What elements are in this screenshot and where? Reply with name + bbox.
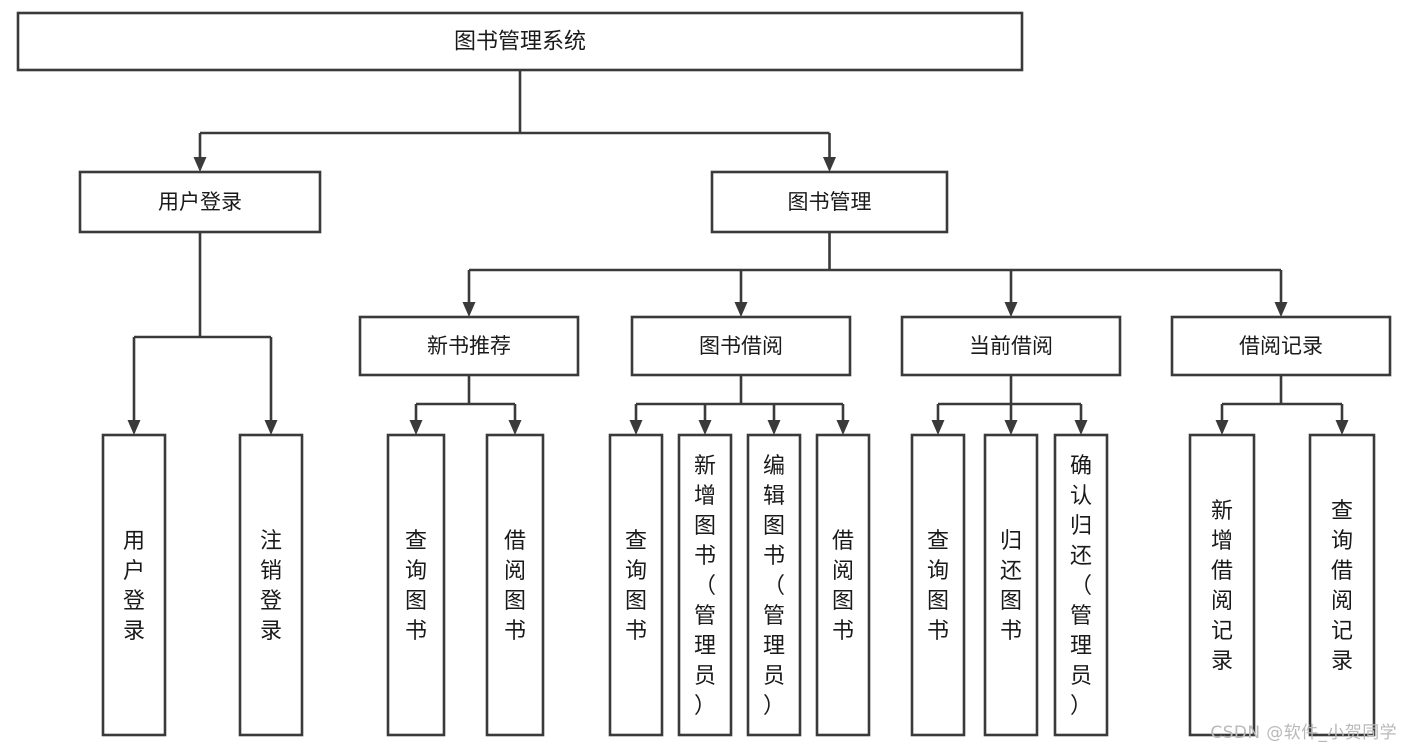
- node-box-leaf-1-2[interactable]: [746, 433, 802, 737]
- node-box-level2-0[interactable]: [78, 170, 322, 234]
- node-box-leaf-2-0[interactable]: [910, 433, 966, 737]
- arrow-head-icon: [1274, 302, 1288, 317]
- arrow-head-icon: [698, 420, 712, 435]
- node-box-level3-0[interactable]: [358, 315, 580, 377]
- node-label: 图书管理系统: [454, 30, 586, 55]
- node-label: 编辑图书（管理员）: [763, 454, 785, 719]
- arrow-head-icon: [264, 420, 278, 435]
- node-box-leaf-1-3[interactable]: [815, 433, 871, 737]
- node-label: 查询借阅记录: [1331, 499, 1353, 674]
- node-label: 新书推荐: [427, 334, 511, 358]
- node-label: 借阅图书: [832, 529, 854, 644]
- arrow-head-icon: [1074, 420, 1088, 435]
- node-label: 用户登录: [158, 190, 242, 214]
- arrow-head-icon: [1335, 420, 1349, 435]
- node-label: 图书管理: [788, 190, 872, 214]
- arrow-head-icon: [931, 420, 945, 435]
- node-label: 查询图书: [405, 529, 427, 644]
- node-label: 当前借阅: [969, 334, 1053, 358]
- arrow-head-icon: [823, 157, 836, 172]
- arrow-head-icon: [508, 420, 522, 435]
- arrow-head-icon: [1004, 420, 1018, 435]
- arrow-head-icon: [1215, 420, 1229, 435]
- node-label: 借阅图书: [504, 529, 526, 644]
- arrow-head-icon: [409, 420, 423, 435]
- node-box-leaf-0-0[interactable]: [386, 433, 446, 737]
- node-box-level3-2[interactable]: [900, 315, 1122, 377]
- arrow-head-icon: [836, 420, 850, 435]
- node-box-leaf-1-1[interactable]: [677, 433, 733, 737]
- arrow-head-icon: [127, 420, 141, 435]
- arrow-head-icon: [193, 157, 207, 172]
- node-label: 归还图书: [1000, 529, 1022, 644]
- node-box-level3-1[interactable]: [630, 315, 852, 377]
- arrow-head-icon: [629, 420, 643, 435]
- node-box-leaf-user-1[interactable]: [238, 433, 304, 737]
- node-box-root[interactable]: [16, 11, 1024, 72]
- node-box-leaf-3-0[interactable]: [1188, 433, 1256, 737]
- node-label: 注销登录: [260, 529, 282, 644]
- node-label: 新增借阅记录: [1211, 499, 1233, 674]
- node-label: 查询图书: [625, 529, 647, 644]
- node-label: 借阅记录: [1239, 334, 1323, 358]
- node-label: 确认归还（管理员）: [1070, 454, 1092, 719]
- arrow-head-icon: [767, 420, 781, 435]
- node-label: 查询图书: [927, 529, 949, 644]
- node-label: 用户登录: [123, 529, 145, 644]
- node-box-leaf-0-1[interactable]: [485, 433, 545, 737]
- node-box-leaf-user-0[interactable]: [101, 433, 167, 737]
- node-box-leaf-1-0[interactable]: [608, 433, 664, 737]
- node-label: 图书借阅: [699, 334, 783, 358]
- node-label: 新增图书（管理员）: [694, 454, 716, 719]
- arrow-head-icon: [734, 302, 748, 317]
- arrow-head-icon: [1004, 302, 1018, 317]
- node-box-leaf-2-2[interactable]: [1053, 433, 1109, 737]
- arrow-head-icon: [462, 302, 476, 317]
- node-box-leaf-2-1[interactable]: [983, 433, 1039, 737]
- node-box-leaf-3-1[interactable]: [1308, 433, 1376, 737]
